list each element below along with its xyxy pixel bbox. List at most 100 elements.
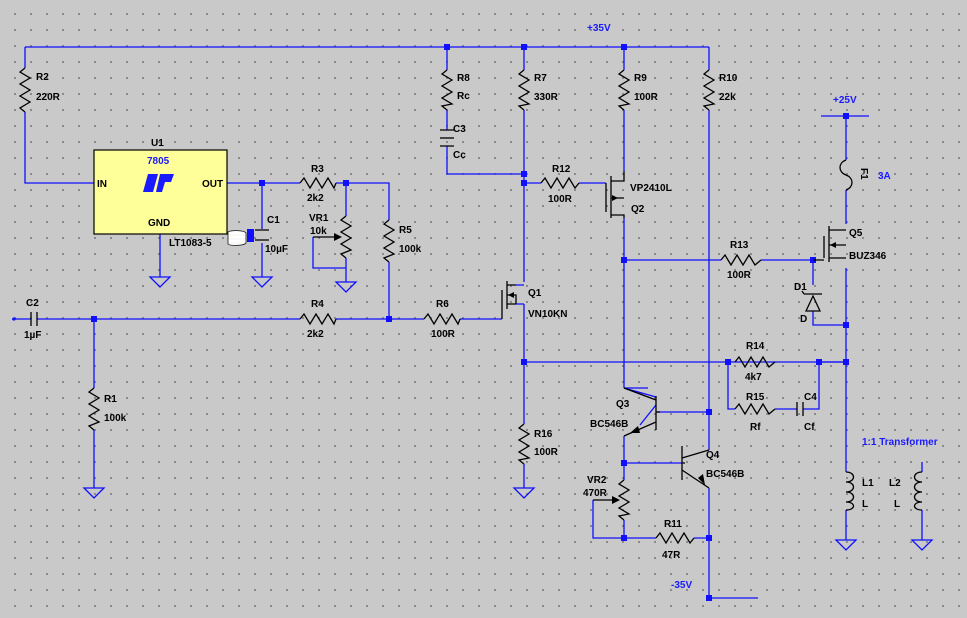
svg-text:L2: L2 (889, 478, 901, 489)
svg-text:VP2410L: VP2410L (630, 183, 672, 194)
capacitor-c4[interactable]: C4 Cf (796, 392, 817, 433)
potentiometer-vr2[interactable]: VR2 470R (583, 475, 631, 521)
svg-text:470R: 470R (583, 488, 608, 499)
svg-text:C2: C2 (26, 298, 39, 309)
svg-text:R12: R12 (552, 164, 571, 175)
svg-text:VR2: VR2 (587, 475, 607, 486)
resistor-r15[interactable]: R15 Rf (734, 392, 776, 433)
svg-text:OUT: OUT (202, 179, 223, 190)
svg-text:100R: 100R (727, 270, 752, 281)
svg-text:VN10KN: VN10KN (528, 309, 567, 320)
capacitor-c2[interactable]: C2 1µF (24, 298, 41, 341)
svg-text:100k: 100k (399, 244, 422, 255)
svg-text:L: L (862, 499, 868, 510)
svg-text:L1: L1 (862, 478, 874, 489)
svg-text:D1: D1 (794, 282, 807, 293)
resistor-r13[interactable]: R13 100R (720, 240, 762, 281)
resistor-r4[interactable]: R4 2k2 (299, 299, 337, 340)
svg-text:C3: C3 (453, 124, 466, 135)
svg-text:Rf: Rf (750, 422, 761, 433)
resistor-r7[interactable]: R7 330R (517, 69, 559, 111)
svg-text:R10: R10 (719, 73, 738, 84)
rail-pos35-label: +35V (587, 23, 611, 34)
svg-text:10k: 10k (310, 226, 327, 237)
svg-text:GND: GND (148, 218, 170, 229)
regulator-u1[interactable]: U1 7805 IN OUT GND LT1083-5 (93, 138, 228, 249)
svg-text:7805: 7805 (147, 156, 170, 167)
svg-text:Rc: Rc (457, 91, 470, 102)
svg-text:10µF: 10µF (265, 244, 288, 255)
svg-text:D: D (800, 314, 807, 325)
transistor-q3[interactable]: Q3 BC546B (590, 387, 660, 437)
diode-d1[interactable]: D1 D (794, 282, 822, 325)
inductor-l2[interactable]: L2 L (889, 471, 923, 511)
svg-text:Q2: Q2 (631, 204, 645, 215)
potentiometer-vr1[interactable]: VR1 10k (309, 213, 353, 259)
resistor-r2[interactable]: R2 220R (18, 67, 61, 113)
svg-text:R2: R2 (36, 72, 49, 83)
resistor-r16[interactable]: R16 100R (517, 423, 559, 465)
resistor-r1[interactable]: R1 100k (87, 387, 127, 431)
svg-text:2k2: 2k2 (307, 193, 324, 204)
svg-text:22k: 22k (719, 92, 736, 103)
svg-text:100k: 100k (104, 413, 127, 424)
resistor-r10[interactable]: R10 22k (702, 69, 738, 111)
capacitor-c1[interactable]: C1 10µF (247, 215, 288, 255)
capacitor-c3[interactable]: C3 Cc (440, 124, 466, 161)
svg-text:R8: R8 (457, 73, 470, 84)
svg-text:R5: R5 (399, 225, 412, 236)
transistor-q4[interactable]: Q4 BC546B (681, 446, 744, 489)
input-terminal (12, 317, 17, 321)
inductor-l1[interactable]: L1 L (845, 471, 874, 511)
svg-text:R11: R11 (664, 519, 682, 530)
svg-text:R7: R7 (534, 73, 547, 84)
svg-text:Q3: Q3 (616, 399, 630, 410)
svg-text:220R: 220R (36, 92, 61, 103)
svg-text:R4: R4 (311, 299, 324, 310)
junctions (91, 44, 849, 601)
pointer-hand-icon (227, 230, 247, 246)
rail-neg35-label: -35V (671, 580, 692, 591)
wires (17, 46, 923, 599)
svg-text:Q1: Q1 (528, 288, 542, 299)
svg-text:100R: 100R (534, 447, 559, 458)
ground-symbols (82, 276, 934, 551)
svg-text:R6: R6 (436, 299, 449, 310)
mosfet-q1[interactable]: Q1 VN10KN (501, 281, 567, 320)
resistor-r8[interactable]: R8 Rc (440, 69, 470, 111)
svg-text:Q5: Q5 (849, 228, 863, 239)
svg-text:R16: R16 (534, 429, 553, 440)
svg-text:100R: 100R (431, 329, 456, 340)
svg-text:Cc: Cc (453, 150, 466, 161)
fuse-f1[interactable]: F1 3A (839, 159, 891, 191)
svg-text:BC546B: BC546B (706, 469, 744, 480)
svg-text:100R: 100R (548, 194, 573, 205)
resistor-r6[interactable]: R6 100R (423, 299, 461, 340)
svg-text:R1: R1 (104, 394, 117, 405)
resistor-r14[interactable]: R14 4k7 (734, 341, 776, 383)
resistor-r11[interactable]: R11 47R (655, 519, 695, 561)
svg-text:IN: IN (97, 179, 107, 190)
resistor-r5[interactable]: R5 100k (382, 219, 422, 263)
rail-pos25-label: +25V (833, 95, 857, 106)
mosfet-q5[interactable]: Q5 BUZ346 (813, 226, 887, 262)
resistor-r9[interactable]: R9 100R (617, 69, 659, 111)
svg-text:LT1083-5: LT1083-5 (169, 238, 212, 249)
svg-text:Q4: Q4 (706, 450, 720, 461)
svg-text:BC546B: BC546B (590, 419, 628, 430)
mosfet-q2[interactable]: VP2410L Q2 (605, 171, 672, 218)
svg-text:47R: 47R (662, 550, 681, 561)
resistor-r12[interactable]: R12 100R (540, 164, 580, 205)
linear-tech-logo-icon (143, 174, 174, 192)
svg-text:R9: R9 (634, 73, 647, 84)
svg-text:F1: F1 (858, 168, 869, 180)
svg-text:VR1: VR1 (309, 213, 329, 224)
svg-text:330R: 330R (534, 92, 559, 103)
svg-text:L: L (894, 499, 900, 510)
svg-text:BUZ346: BUZ346 (849, 251, 887, 262)
resistor-r3[interactable]: R3 2k2 (299, 164, 337, 204)
svg-text:100R: 100R (634, 92, 659, 103)
svg-text:U1: U1 (151, 138, 164, 149)
svg-text:C4: C4 (804, 392, 817, 403)
